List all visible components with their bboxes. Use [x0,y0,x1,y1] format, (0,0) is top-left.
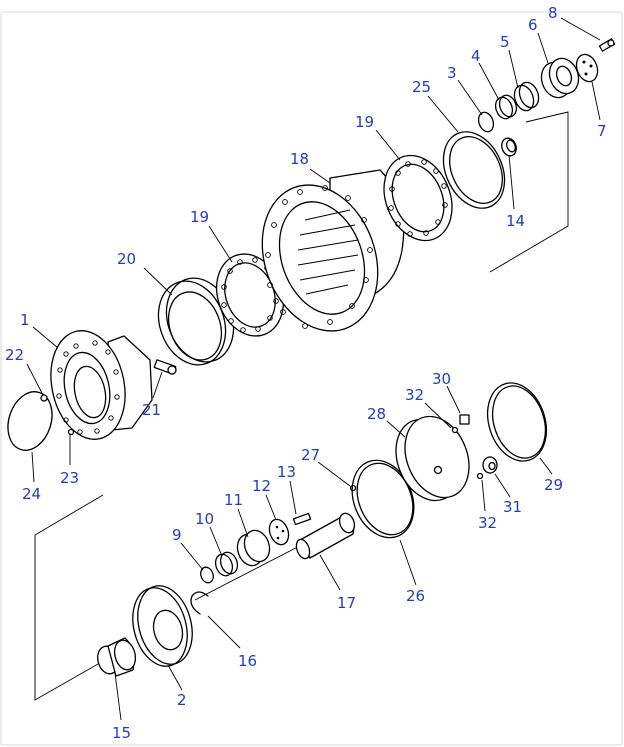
bolt-part-13 [292,512,312,526]
callout-3: 3 [447,64,457,82]
hub-housing-part [50,330,153,440]
callout-30: 30 [432,370,451,388]
callout-18: 18 [290,150,309,168]
gear-part-11 [236,529,271,567]
snap-ring-part-16 [190,591,209,615]
o-ring-part-29 [486,382,548,462]
plate-part-12 [268,518,290,546]
callout-26: 26 [406,587,425,605]
callout-21: 21 [142,401,161,419]
callout-9: 9 [172,526,182,544]
callout-12: 12 [252,477,271,495]
callout-31: 31 [503,498,522,516]
snap-ring-part-25 [442,131,506,209]
callout-28: 28 [367,405,386,423]
o-ring-part-32-lower [476,472,484,480]
seal-ring-part [157,277,235,366]
bushing-part-10 [214,551,239,577]
callout-2: 2 [177,691,187,709]
callout-10: 10 [195,510,214,528]
gear-part-15 [97,637,137,677]
callout-24: 24 [22,485,41,503]
pin-part-22 [40,394,48,402]
callout-32-upper: 32 [405,386,424,404]
callout-27: 27 [301,446,320,464]
plug-part-30 [459,414,470,425]
callout-25: 25 [412,78,431,96]
callout-11: 11 [224,491,243,509]
assembly-axis-lower [34,494,351,701]
callout-13: 13 [277,463,296,481]
callout-22: 22 [5,346,24,364]
callout-17: 17 [337,594,356,612]
callout-6: 6 [528,16,538,34]
callout-labels: 1 2 3 4 5 6 7 8 9 10 11 12 13 14 15 16 1… [5,4,607,742]
callout-19-right: 19 [355,113,374,131]
bolt-part-21 [153,359,177,375]
callout-1: 1 [20,311,30,329]
callout-7: 7 [597,122,607,140]
o-ring-part-32-upper [451,426,459,434]
callout-4: 4 [471,47,481,65]
leader-lines [26,17,601,721]
carrier-part-2 [132,585,193,667]
pin-part-23 [67,428,75,436]
callout-8: 8 [548,4,558,22]
ring-part-9 [200,566,214,584]
o-ring-part-14 [501,137,517,157]
callout-5: 5 [500,33,510,51]
gear-part-6 [540,57,580,99]
plate-part-7 [575,53,599,83]
callout-23: 23 [60,469,79,487]
callout-16: 16 [238,652,257,670]
bearing-part-19-right [383,154,453,242]
bolt-part-8 [598,38,616,52]
callout-19-left: 19 [190,208,209,226]
cover-part-28 [395,415,470,502]
callout-32-lower: 32 [478,514,497,532]
cover-plate-part [7,391,53,451]
diagram-frame [0,11,623,746]
bearing-part-5 [513,81,540,112]
ring-part-3 [477,111,495,133]
callout-29: 29 [544,476,563,494]
callout-14: 14 [506,212,525,230]
callout-15: 15 [112,724,131,742]
callout-20: 20 [117,250,136,268]
bushing-part-4 [494,94,518,120]
plug-part-31 [482,456,498,474]
shaft-part-17 [295,512,356,560]
assembly-axis-upper [489,111,569,273]
